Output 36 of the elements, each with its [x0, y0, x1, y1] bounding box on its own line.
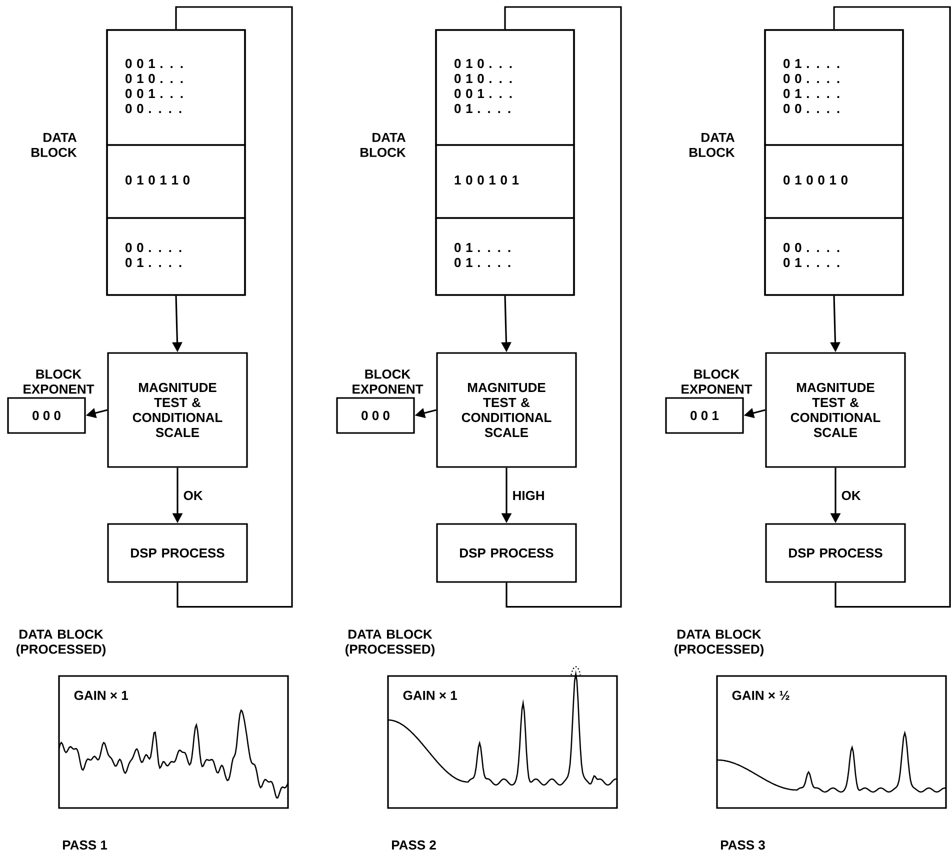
data-cell: 1 0 0 1 0 1	[435, 144, 575, 219]
register-box: 0 0 1	[665, 397, 744, 434]
process-box: MAGNITUDE TEST & CONDITIONAL SCALE	[765, 352, 906, 468]
box-heading: BLOCK EXPONENT	[352, 370, 424, 394]
edge-label: HIGH	[513, 490, 544, 500]
data-cell: 0 0 1 . . . 0 1 0 . . . 0 0 1 . . . 0 0 . . . .	[106, 29, 246, 146]
box-heading: BLOCK EXPONENT	[24, 370, 94, 394]
side-label: DATA BLOCK (PROCESSED)	[16, 630, 106, 656]
pass-label: PASS 2	[392, 840, 436, 850]
process-box: MAGNITUDE TEST & CONDITIONAL SCALE	[436, 352, 577, 468]
plot-title: GAIN × ½	[732, 690, 790, 700]
process-box: MAGNITUDE TEST & CONDITIONAL SCALE	[107, 352, 248, 468]
data-cell: 0 1 0 1 1 0	[106, 144, 246, 219]
side-label: DATA BLOCK (PROCESSED)	[674, 630, 764, 656]
data-cell: 0 0 . . . . 0 1 . . . .	[106, 217, 246, 296]
register-box: 0 0 0	[7, 397, 86, 434]
process-box: DSP PROCESS	[436, 523, 577, 583]
register-box: 0 0 0	[336, 397, 415, 434]
side-label: DATA BLOCK	[690, 132, 735, 158]
data-cell: 0 1 0 . . . 0 1 0 . . . 0 0 1 . . . 0 1 . . . .	[435, 29, 575, 146]
data-cell: 0 1 0 0 1 0	[764, 144, 904, 219]
pass-label: PASS 3	[721, 840, 765, 850]
side-label: DATA BLOCK	[360, 132, 406, 158]
data-cell: 0 1 . . . . 0 1 . . . .	[435, 217, 575, 296]
edge-label: OK	[184, 490, 203, 500]
process-box: DSP PROCESS	[107, 523, 248, 583]
process-box: DSP PROCESS	[765, 523, 906, 583]
data-cell: 0 0 . . . . 0 1 . . . .	[764, 217, 904, 296]
plot-title: GAIN × 1	[74, 690, 128, 700]
edge-label: OK	[842, 490, 861, 500]
plot-title: GAIN × 1	[403, 690, 457, 700]
side-label: DATA BLOCK	[32, 132, 77, 158]
data-cell: 0 1 . . . . 0 0 . . . . 0 1 . . . . 0 0 . . . .	[764, 29, 904, 146]
box-heading: BLOCK EXPONENT	[682, 370, 752, 394]
pass-label: PASS 1	[63, 840, 108, 850]
side-label: DATA BLOCK (PROCESSED)	[346, 630, 434, 656]
